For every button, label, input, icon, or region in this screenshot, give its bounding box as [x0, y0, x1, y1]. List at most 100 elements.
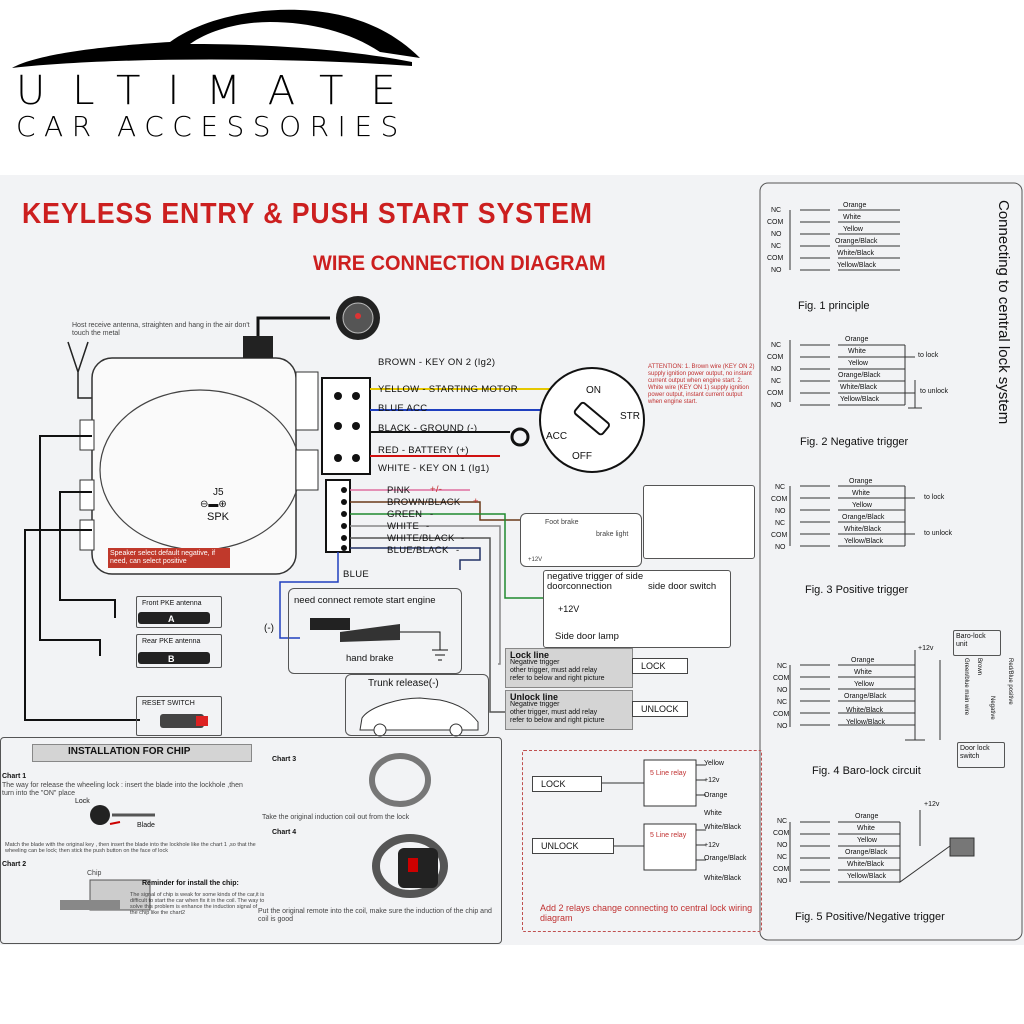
fig3-term-3: NC: [775, 520, 786, 527]
ign-wire-red: RED - BATTERY (+): [378, 445, 469, 456]
baro-wire-green: Green/blue main wire: [963, 658, 969, 716]
fn-wire-white-sign: -: [426, 521, 430, 532]
fig2-to-unlock: to unlock: [920, 388, 949, 395]
diagram-subtitle: WIRE CONNECTION DIAGRAM: [313, 252, 606, 275]
fn-wire-brown-black-sign: +: [473, 496, 479, 507]
fig1-term-4: COM: [767, 255, 784, 262]
brake-12v-label: +12V: [528, 557, 543, 563]
hand-brake-title: need connect remote start engine: [294, 595, 436, 606]
fig5-term-3: NC: [777, 854, 788, 861]
relay-orange: Orange: [704, 792, 728, 799]
fig5-wire-3: Orange/Black: [845, 849, 888, 856]
brand-tagline: CAR ACCESSORIES: [16, 110, 407, 143]
chart3-text: Take the original induction coil out fro…: [262, 814, 410, 821]
steering-detail-box: [643, 485, 755, 559]
fn-wire-white-black: WHITE/BLACK: [387, 533, 455, 544]
hand-brake-label: hand brake: [346, 653, 394, 664]
chart1-text: The way for release the wheeling lock : …: [2, 782, 243, 797]
relay-white-black-2: White/Black: [704, 875, 741, 882]
door-12v-label: +12V: [558, 604, 580, 614]
fig2-term-2: NO: [771, 366, 782, 373]
brake-box: [520, 513, 642, 567]
chip-label: Chip: [87, 870, 102, 877]
fig1-term-1: COM: [767, 219, 784, 226]
jumper-label: J5: [213, 487, 224, 498]
fn-wire-green: GREEN: [387, 509, 423, 520]
fig2-wire-2: Yellow: [848, 360, 868, 367]
lock-button[interactable]: LOCK: [632, 658, 688, 674]
hand-brake-minus: (-): [264, 623, 274, 634]
fig4-term-4: COM: [773, 711, 790, 718]
fig3-wire-3: Orange/Black: [842, 514, 885, 521]
switch-off: OFF: [572, 451, 592, 462]
fig3-wire-0: Orange: [849, 478, 873, 485]
fig4-wire-4: White/Black: [846, 707, 883, 714]
fig3-wire-1: White: [852, 490, 870, 497]
brake-light-label: brake light: [596, 531, 629, 538]
trunk-box: [345, 674, 489, 736]
relay-panel: [522, 750, 762, 932]
reset-switch-box[interactable]: [136, 696, 222, 736]
relay-lock-label: LOCK: [532, 776, 602, 792]
fig4-term-0: NC: [777, 663, 788, 670]
fig1-term-0: NC: [771, 207, 782, 214]
fn-wire-blue-black-sign: -: [456, 545, 460, 556]
fig3-wire-5: Yellow/Black: [844, 538, 884, 545]
door-lock-switch: Door lock switch: [960, 745, 990, 760]
side-door-lamp-label: Side door lamp: [555, 631, 619, 642]
antenna-note: Host receive antenna, straighten and han…: [72, 322, 250, 337]
fig4-caption: Fig. 4 Baro-lock circuit: [812, 765, 921, 777]
fig1-term-5: NO: [771, 267, 782, 274]
relay-unlock-label: UNLOCK: [532, 838, 614, 854]
relay-12v-2: +12v: [704, 842, 720, 849]
ign-wire-yellow: YELLOW - STARTING MOTOR: [378, 384, 518, 395]
baro-wire-red-blue: Red/Blue positive: [1007, 658, 1013, 705]
fn-wire-white-black-sign: -: [461, 533, 465, 544]
ign-wire-blue: BLUE ACC: [378, 403, 428, 414]
fig5-term-1: COM: [773, 830, 790, 837]
fig2-term-5: NO: [771, 402, 782, 409]
relay-yellow: Yellow: [704, 760, 724, 767]
attention-note: ATTENTION: 1. Brown wire (KEY ON 2) supp…: [648, 364, 755, 405]
door-trigger-title: negative trigger of side doorconnection: [547, 571, 644, 592]
fig2-wire-5: Yellow/Black: [840, 396, 880, 403]
fig5-wire-5: Yellow/Black: [847, 873, 887, 880]
fig5-wire-0: Orange: [855, 813, 879, 820]
fig1-caption: Fig. 1 principle: [798, 300, 870, 312]
brand-name: ULTIMATE: [16, 68, 423, 114]
chip-header-box: [32, 744, 252, 762]
brand-logo: ULTIMATE CAR ACCESSORIES: [0, 0, 440, 150]
unlock-line-text: Negative trigger other trigger, must add…: [510, 701, 605, 724]
lock-label: Lock: [75, 798, 90, 805]
relay-orange-black: Orange/Black: [704, 855, 747, 862]
baro-wire-brown: Brown: [976, 658, 982, 676]
reset-switch-label: RESET SWITCH: [142, 700, 195, 707]
fig3-term-4: COM: [771, 532, 788, 539]
fig4-12v: +12v: [918, 645, 934, 652]
lock-line-text: Negative trigger other trigger, must add…: [510, 659, 605, 682]
reminder-text: The signal of chip is weak for some kind…: [130, 892, 265, 916]
fig4-term-5: NO: [777, 723, 788, 730]
front-antenna-box: [136, 596, 222, 628]
relay-name-2: 5 Line relay: [650, 832, 687, 839]
fig1-wire-2: Yellow: [843, 226, 863, 233]
fig4-wire-0: Orange: [851, 657, 875, 664]
fig4-wire-2: Yellow: [854, 681, 874, 688]
reminder-title: Reminder for install the chip:: [142, 880, 239, 887]
switch-str: STR: [620, 411, 640, 422]
front-antenna-label: Front PKE antenna: [142, 600, 202, 607]
fig5-caption: Fig. 5 Positive/Negative trigger: [795, 911, 945, 923]
ign-wire-black: BLACK - GROUND (-): [378, 423, 478, 434]
chart2-label: Chart 2: [2, 861, 27, 868]
rear-antenna-letter: B: [168, 654, 175, 664]
fig3-wire-2: Yellow: [852, 502, 872, 509]
jumper-switch-icon: ⊖▬⊕: [200, 499, 227, 510]
fig4-wire-3: Orange/Black: [844, 693, 887, 700]
ign-wire-white: WHITE - KEY ON 1 (Ig1): [378, 463, 490, 474]
unlock-button[interactable]: UNLOCK: [632, 701, 688, 717]
match-text: Match the blade with the original key , …: [5, 842, 256, 854]
fig1-wire-5: Yellow/Black: [837, 262, 877, 269]
fig3-term-2: NO: [775, 508, 786, 515]
chip-panel: [0, 737, 502, 944]
